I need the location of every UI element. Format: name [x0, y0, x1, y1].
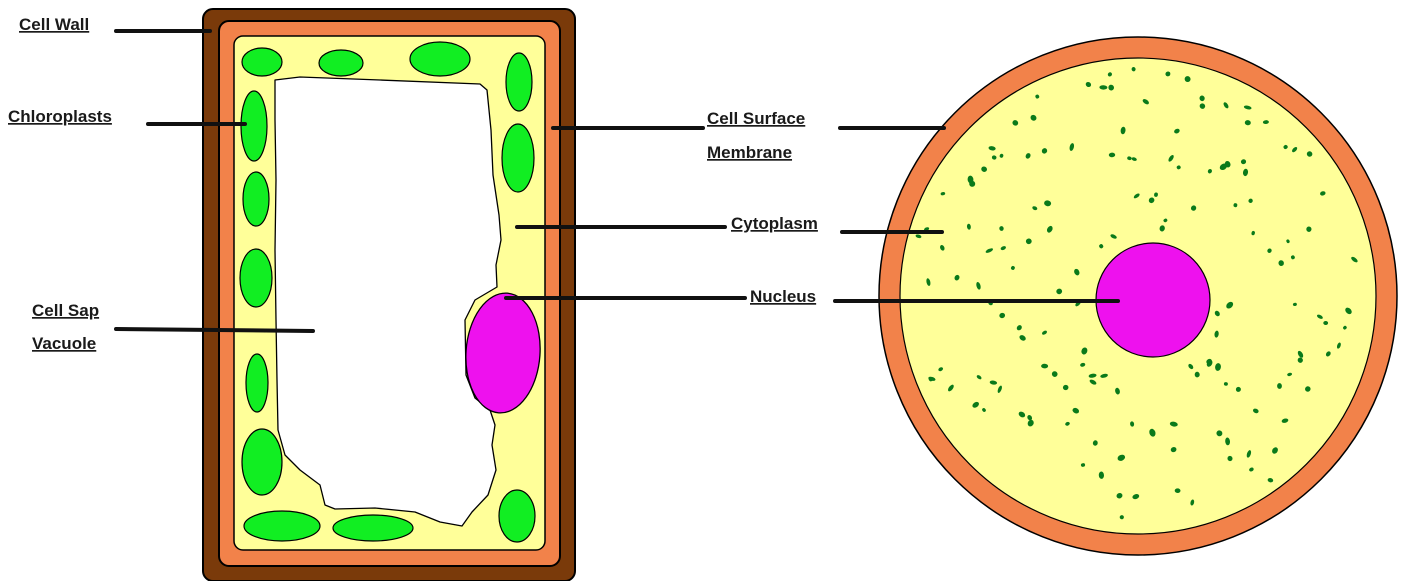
chloroplast	[502, 124, 534, 192]
label-vacuole: Vacuole	[32, 334, 96, 353]
label-cell-sap: Cell Sap	[32, 301, 99, 320]
chloroplast	[499, 490, 535, 542]
label-cell-surface: Cell Surface	[707, 109, 805, 128]
label-membrane: Membrane	[707, 143, 792, 162]
cell-sap-vacuole	[275, 77, 501, 526]
label-nucleus: Nucleus	[750, 287, 816, 306]
chloroplast	[246, 354, 268, 412]
chloroplast	[506, 53, 532, 111]
label-chloroplasts: Chloroplasts	[8, 107, 112, 126]
chloroplast	[243, 172, 269, 226]
chloroplast	[319, 50, 363, 76]
animal-cell	[879, 37, 1397, 555]
label-cell-wall: Cell Wall	[19, 15, 89, 34]
pointer-vacuole	[116, 329, 313, 331]
chloroplast	[244, 511, 320, 541]
label-cytoplasm: Cytoplasm	[731, 214, 818, 233]
chloroplast	[242, 48, 282, 76]
chloroplast	[333, 515, 413, 541]
chloroplast	[240, 249, 272, 307]
chloroplast	[242, 429, 282, 495]
plant-cell	[203, 9, 575, 581]
chloroplast	[410, 42, 470, 76]
